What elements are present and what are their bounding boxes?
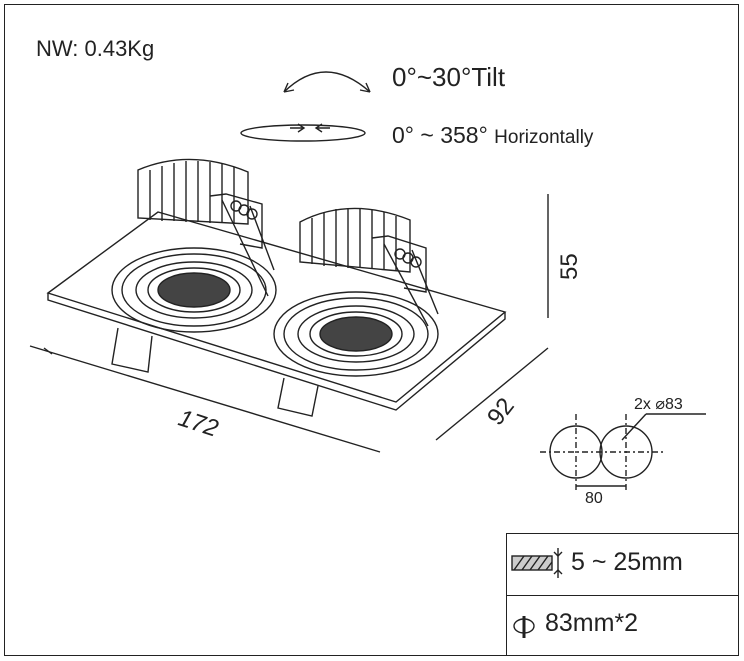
cutout-diameter-label: 2x ⌀83 — [634, 396, 683, 413]
net-weight-label: NW: 0.43Kg — [36, 36, 155, 61]
horizontal-rotation-word: Horizontally — [494, 127, 594, 148]
cutout-diagram — [540, 413, 706, 490]
left-lamp — [111, 247, 277, 333]
rotation-arrow-icon — [240, 123, 366, 142]
mounting-plate — [46, 211, 507, 411]
drawing-frame — [4, 4, 739, 656]
horizontal-rotation-value: 0° ~ 358° — [392, 122, 488, 148]
horizontal-rotation-label: 0° ~ 358° Horizontally — [392, 122, 593, 149]
right-heatsink — [299, 207, 439, 327]
cutout-spacing-label: 80 — [585, 490, 603, 507]
cutout-size-value: 83mm*2 — [545, 609, 639, 637]
ceiling-thickness-row: 5 ~ 25mm — [507, 534, 739, 596]
left-heatsink — [137, 158, 275, 297]
tilt-arrow-icon — [283, 71, 371, 93]
height-dimension-label: 55 — [556, 253, 583, 280]
ceiling-thickness-value: 5 ~ 25mm — [571, 548, 683, 576]
width-dimension-line — [435, 347, 549, 441]
hole-saw-icon — [513, 616, 535, 638]
right-lamp — [273, 291, 439, 377]
tilt-range-label: 0°~30°Tilt — [392, 62, 506, 92]
cutout-size-row: 83mm*2 — [507, 596, 739, 656]
length-dimension-line — [29, 345, 381, 453]
ceiling-thickness-icon — [511, 548, 563, 578]
installation-spec-table: 5 ~ 25mm 83mm*2 — [506, 533, 739, 656]
